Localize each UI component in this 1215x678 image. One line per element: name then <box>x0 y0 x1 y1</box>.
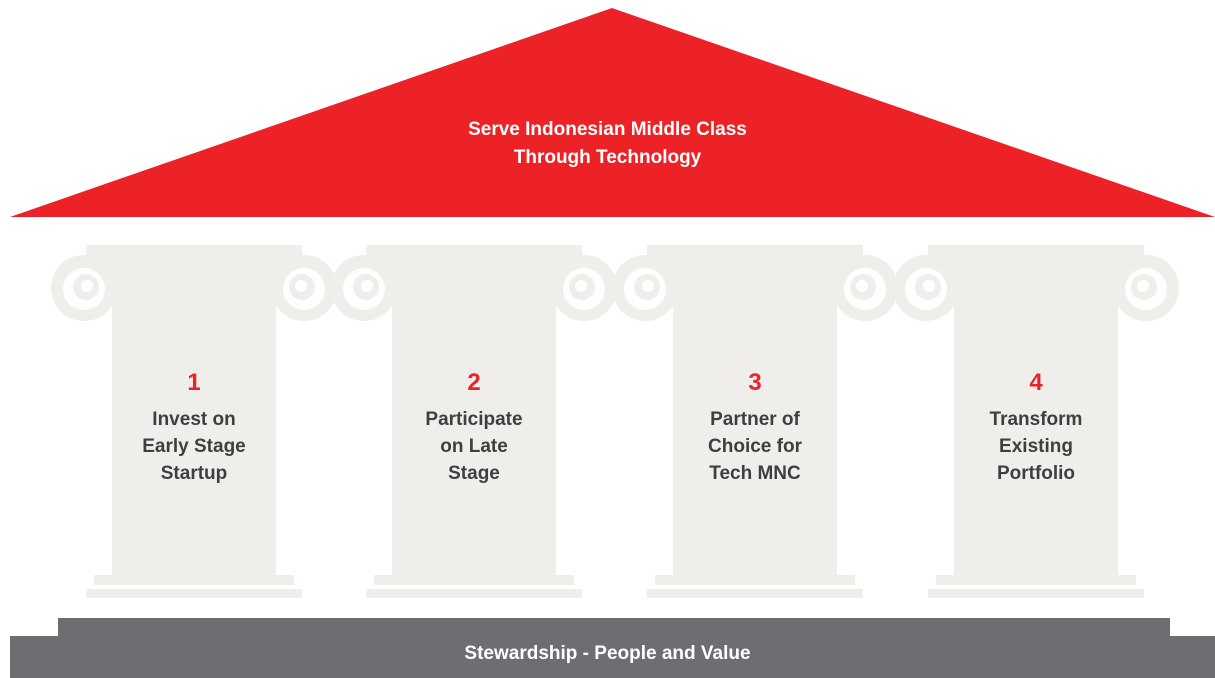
pillar-shaft <box>673 260 837 575</box>
pillar-3-number: 3 <box>748 369 762 396</box>
pillar-3-label-line-2: Choice for <box>708 436 802 457</box>
foundation-label: Stewardship - People and Value <box>464 643 751 664</box>
pillar-4-label-line-3: Portfolio <box>996 463 1076 484</box>
volute-scroll <box>271 255 337 321</box>
volute-scroll <box>1113 255 1179 321</box>
roof-title: Serve Indonesian Middle Class Through Te… <box>300 116 915 172</box>
pillar-shaft <box>112 260 276 575</box>
pillar-3 <box>612 245 898 598</box>
pillar-1-text: 1 Invest on Early Stage Startup <box>104 368 284 487</box>
foundation-top-step <box>58 618 1170 638</box>
pillar-4-number: 4 <box>1029 369 1043 396</box>
volute-scroll <box>331 255 397 321</box>
volute-scroll <box>51 255 117 321</box>
pillar-shaft <box>392 260 556 575</box>
pillar-base-step <box>374 575 574 585</box>
pillar-1-number: 1 <box>187 369 201 396</box>
pillar-2-number: 2 <box>467 369 481 396</box>
pillar-2-text: 2 Participate on Late Stage <box>384 368 564 487</box>
pillar-base-step <box>86 589 302 598</box>
pillar-base-step <box>94 575 294 585</box>
volute-scroll <box>832 255 898 321</box>
volute-scroll <box>612 255 678 321</box>
pillar-2-label-line-2: on Late <box>440 436 508 457</box>
pillar-base-step <box>928 589 1144 598</box>
pillar-base-step <box>936 575 1136 585</box>
roof <box>10 8 1215 217</box>
foundation-base <box>10 636 1215 678</box>
pillar-2 <box>331 245 617 598</box>
volute-scroll <box>893 255 959 321</box>
pillar-3-label-line-3: Tech MNC <box>709 463 801 484</box>
pillar-1 <box>51 245 337 598</box>
pillar-3-text: 3 Partner of Choice for Tech MNC <box>665 368 845 487</box>
roof-title-line-1: Serve Indonesian Middle Class <box>468 119 747 140</box>
pillar-1-label-line-1: Invest on <box>152 409 236 430</box>
pillar-4-label-line-2: Existing <box>999 436 1073 457</box>
pillar-base-step <box>655 575 855 585</box>
volute-scroll <box>551 255 617 321</box>
pillar-1-label-line-3: Startup <box>160 463 228 484</box>
pillar-3-label-line-1: Partner of <box>710 409 800 430</box>
pillar-2-label-line-3: Stage <box>448 463 500 484</box>
pillar-2-label-line-1: Participate <box>425 409 523 430</box>
pillar-1-label-line-2: Early Stage <box>142 436 246 457</box>
pillar-4-text: 4 Transform Existing Portfolio <box>946 368 1126 487</box>
pillar-shaft <box>954 260 1118 575</box>
pillar-4-label-line-1: Transform <box>989 409 1083 430</box>
roof-title-line-2: Through Technology <box>513 147 702 168</box>
pillar-base-step <box>366 589 582 598</box>
pillar-base-step <box>647 589 863 598</box>
pillar-4 <box>893 245 1179 598</box>
